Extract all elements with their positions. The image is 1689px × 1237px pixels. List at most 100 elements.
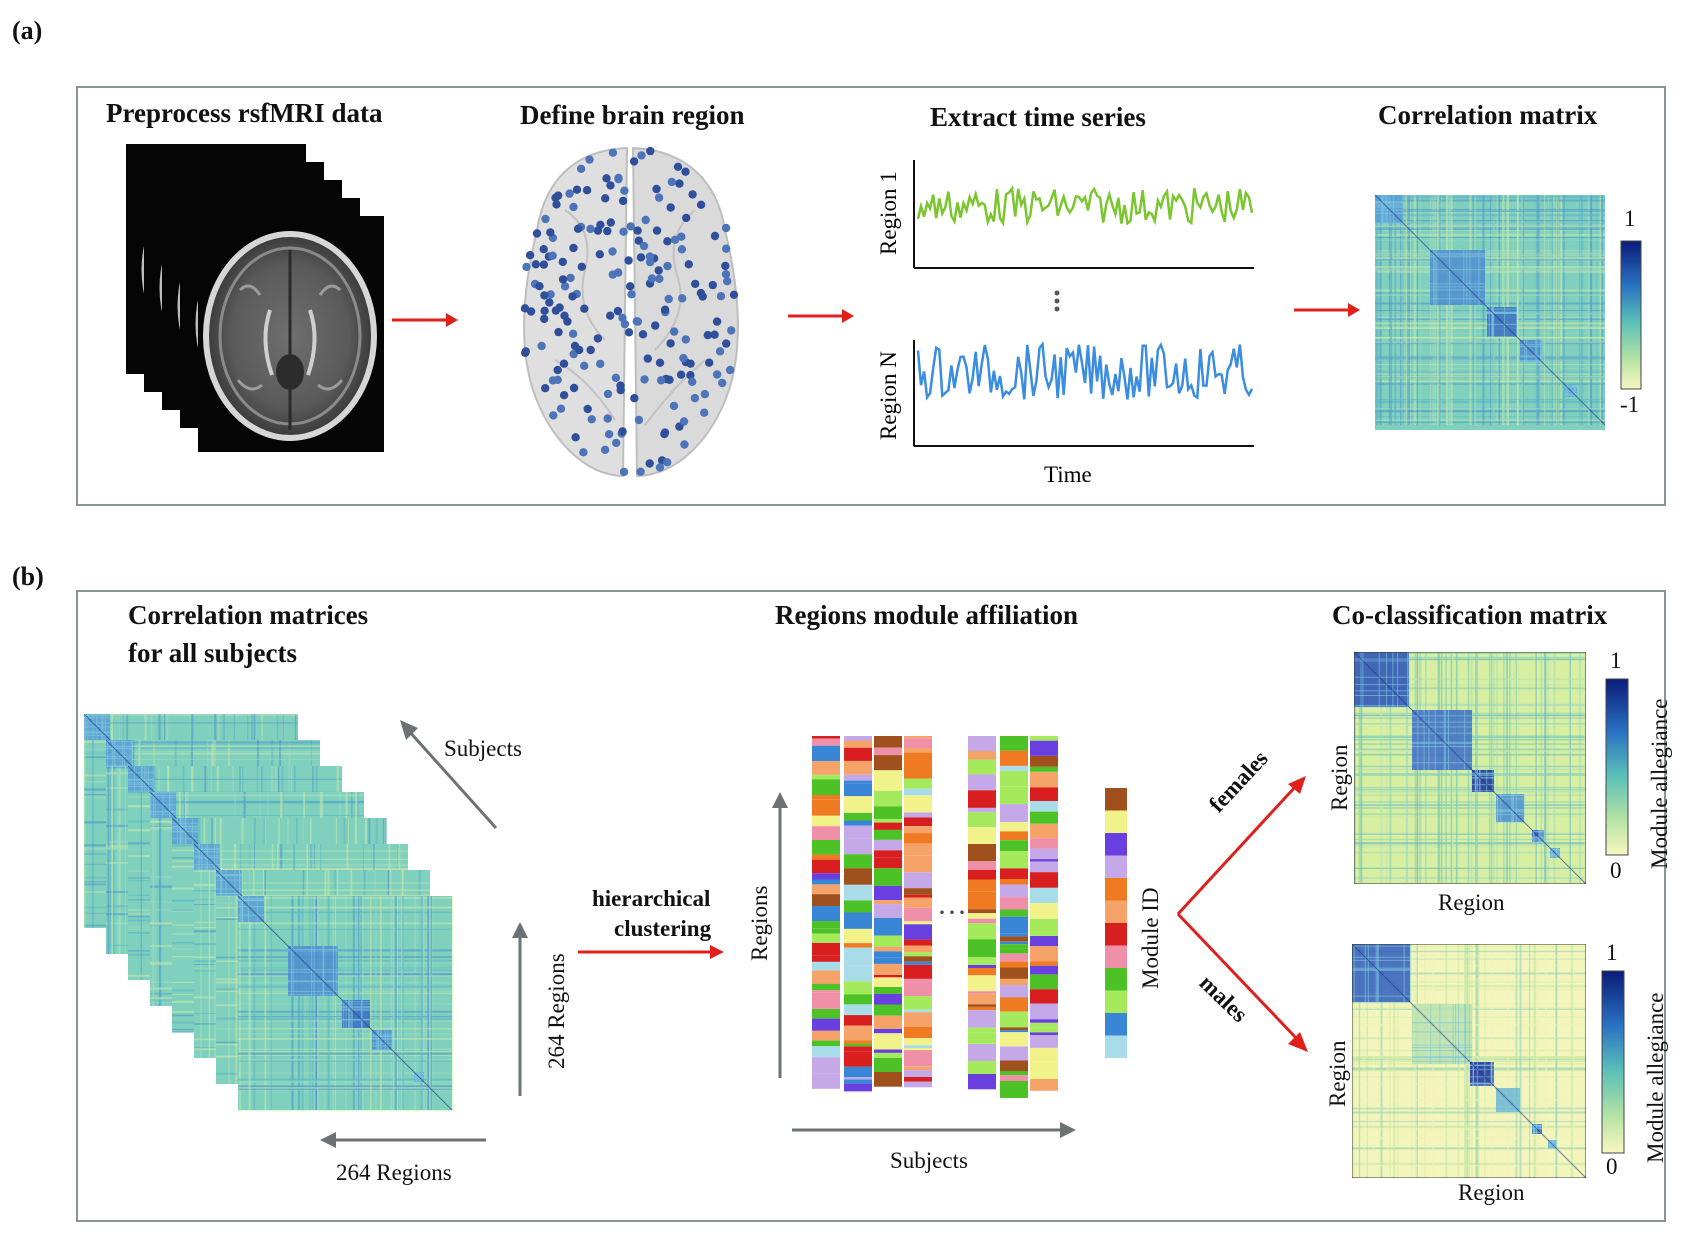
matrix-line (264, 896, 267, 1110)
affiliation-cell (904, 952, 932, 957)
matrix-line (1532, 831, 1544, 833)
matrix-line (228, 870, 230, 1084)
matrix-line (451, 896, 454, 1110)
affiliation-cell (904, 1066, 932, 1071)
affiliation-cell (968, 844, 996, 862)
affiliation-cell (1000, 936, 1028, 942)
affiliation-cell (968, 968, 996, 976)
arrow-define-to-extract (788, 309, 854, 323)
matrix-line (200, 844, 202, 1058)
matrix-line (239, 870, 240, 896)
matrix-line (1381, 195, 1383, 223)
matrix-line (192, 818, 194, 844)
brain-node (669, 401, 679, 411)
brain-node (675, 179, 684, 188)
matrix-line (238, 1033, 452, 1035)
matrix-line (1390, 195, 1392, 425)
matrix-line (1354, 774, 1586, 776)
matrix-line (1375, 268, 1605, 271)
brain-node (620, 186, 629, 195)
brain-node (614, 173, 623, 183)
matrix-line (1352, 1001, 1410, 1003)
brain-node (532, 229, 542, 238)
matrix-line (348, 1000, 349, 1028)
matrix-line (1353, 944, 1355, 1002)
brain-node (587, 415, 596, 424)
matrix-line (194, 858, 408, 860)
matrix-line (1389, 652, 1392, 884)
affiliation-cell (844, 1077, 872, 1080)
matrix-line (1375, 421, 1605, 423)
affiliation-cell (1000, 804, 1028, 822)
brain-node (718, 378, 727, 388)
matrix-line (238, 897, 452, 899)
matrix-line (194, 855, 220, 857)
brain-node (654, 266, 663, 275)
matrix-line (1476, 652, 1478, 884)
affiliation-cell (968, 759, 996, 775)
matrix-line (391, 1030, 393, 1050)
brain-node (640, 375, 649, 384)
matrix-line (1383, 195, 1385, 223)
matrix-line (1558, 848, 1560, 858)
matrix-line (1515, 1088, 1517, 1112)
affiliation-cell (812, 736, 840, 739)
affiliation-cell (1000, 840, 1028, 852)
matrix-line (372, 1045, 392, 1047)
matrix-line (1533, 830, 1535, 842)
matrix-line (311, 896, 314, 1110)
matrix-line (1352, 1076, 1586, 1078)
matrix-line (288, 969, 338, 971)
matrix-line (1417, 710, 1419, 770)
matrix-line (1475, 770, 1477, 792)
matrix-diagonal (1375, 195, 1605, 426)
affiliation-cell (874, 777, 902, 791)
matrix-line (1547, 652, 1549, 884)
matrix-line (1377, 944, 1379, 1002)
matrix-line (351, 1000, 353, 1028)
matrix-line (216, 894, 430, 897)
matrix-line (342, 1003, 370, 1005)
matrix-line (1470, 1083, 1494, 1085)
matrix-line (1375, 214, 1605, 217)
matrix-line (1412, 741, 1472, 743)
matrix-line (216, 888, 242, 890)
matrix-line (1440, 195, 1442, 425)
brain-node (601, 194, 610, 203)
matrix-line (1352, 1111, 1586, 1114)
matrix-line (1408, 652, 1410, 707)
matrix-line (1550, 854, 1560, 856)
affiliation-cell (844, 1066, 872, 1078)
matrix-line (1544, 195, 1546, 425)
matrix-line (1401, 195, 1403, 425)
affiliation-cell (874, 850, 902, 858)
matrix-line (194, 864, 220, 865)
matrix-line (1375, 221, 1605, 223)
matrix-line (327, 896, 330, 1110)
affiliation-cell (844, 747, 872, 761)
matrix-line (1375, 233, 1605, 236)
males-cbar-min: 0 (1606, 1154, 1618, 1179)
matrix-line (1354, 690, 1409, 692)
matrix-line (150, 815, 364, 816)
males-x-label: Region (1458, 1180, 1525, 1205)
brain-node (627, 290, 636, 299)
affiliation-cell (812, 906, 840, 922)
matrix-line (1448, 710, 1449, 770)
matrix-line (125, 740, 126, 954)
matrix-line (1540, 652, 1542, 884)
brain-node (715, 347, 725, 356)
matrix-line (1565, 386, 1577, 388)
brain-node (559, 391, 569, 400)
matrix-line (238, 1051, 452, 1053)
affiliation-cell (904, 843, 932, 856)
matrix-line (1524, 340, 1526, 362)
colorbar-a-min: -1 (1620, 392, 1640, 417)
matrix-line (1354, 851, 1586, 854)
matrix-line (1430, 289, 1485, 291)
matrix-line (1496, 809, 1524, 811)
module-id-swatch (1105, 945, 1127, 968)
brain-node (554, 327, 563, 337)
brain-node (633, 317, 643, 326)
affiliation-cell (844, 1051, 872, 1067)
